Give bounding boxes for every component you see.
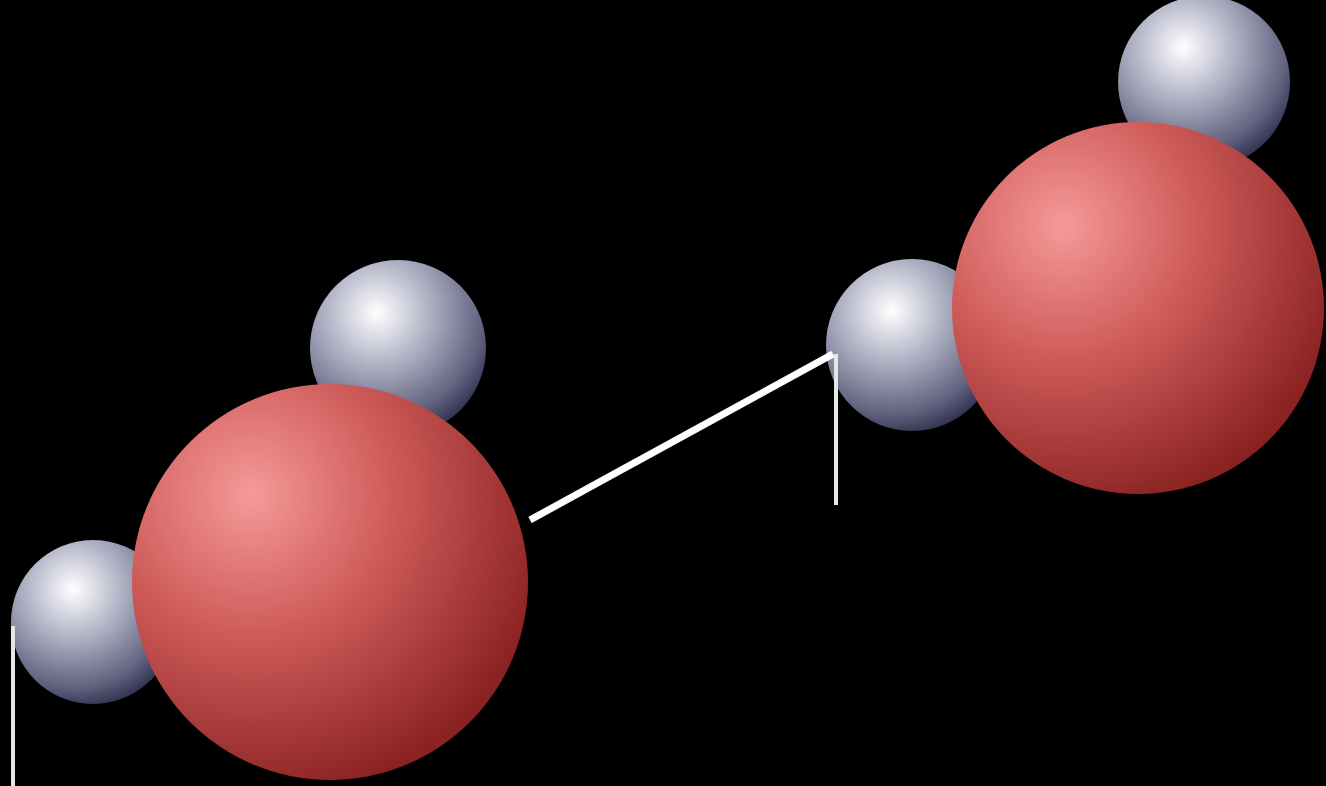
oxygen-atom-right — [952, 122, 1324, 494]
water-molecule-right — [826, 0, 1324, 494]
oxygen-atom-left — [132, 384, 528, 780]
hydrogen-bond-line — [528, 350, 835, 524]
water-molecule-left — [11, 260, 528, 780]
